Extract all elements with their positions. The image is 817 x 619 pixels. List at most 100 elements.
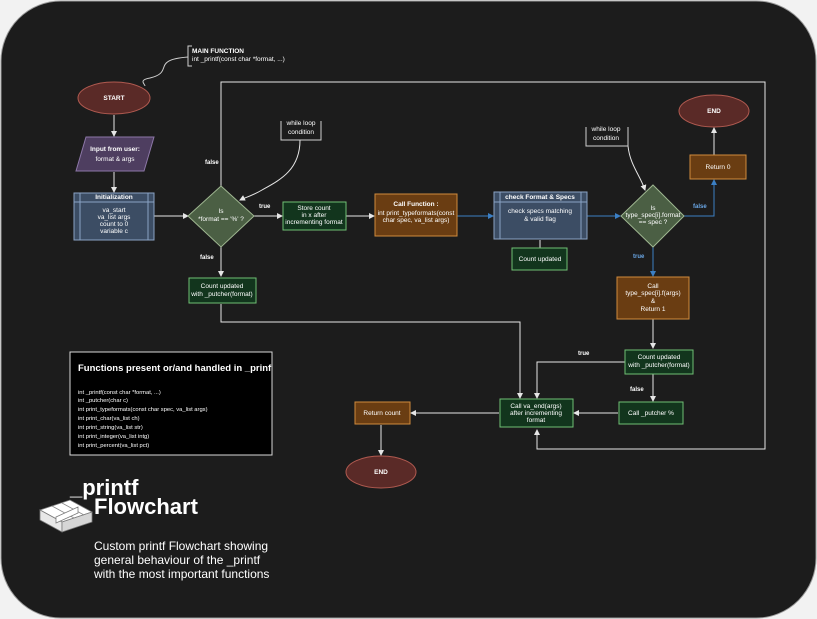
description-line-1: Custom printf Flowchart showing [94,539,268,553]
call-putcher-label: Call _putcher % [628,410,674,417]
call-function-line-1: int print_typeformats(const [378,210,455,217]
loop-note-1-line-2: condition [288,129,314,136]
call-function-title: Call Function : [393,201,438,208]
title-line-2: Flowchart [94,494,199,519]
function-item: int print_string(va_list str) [78,425,143,431]
loop-note-1: while loop condition [280,120,322,141]
edge-countupd2-vaend [534,361,625,399]
check-format-line-2: & valid flag [524,216,556,223]
loop-note-1-line-1: while loop [286,120,316,127]
functions-box: Functions present or/and handled in _pri… [69,351,273,456]
start-node: START [77,81,151,115]
count-updated-putchar-left-node: Count updated with _putcher(format) [188,277,257,304]
return-0-label: Return 0 [706,164,731,171]
count-updated-left-line-2: with _putcher(format) [190,291,252,298]
function-item: int _printf(const char *format, ...) [78,390,161,396]
check-format-title: check Format & Specs [505,194,575,201]
edge-cond-false-top [220,81,766,450]
functions-box-title: Functions present or/and handled in _pri… [78,363,272,374]
return-0-node: Return 0 [689,154,747,180]
count-updated-left-line-1: Count updated [201,283,244,290]
store-count-node: Store count in x after incrementing form… [282,201,347,231]
function-item: int print_char(va_list ch) [78,416,140,422]
end-bottom-label: END [374,469,388,476]
input-detail: format & args [95,156,135,163]
edge-loop-note-2 [627,145,647,191]
init-line-3: count to 0 [100,221,129,228]
count-updated-right-line-1: Count updated [638,354,681,361]
check-format-line-1: check specs matching [508,208,572,215]
count-updated-right-line-2: with _putcher(format) [627,362,689,369]
call-type-spec-node: Call type_spec[i].f(args) & Return 1 [616,276,690,320]
cond-format-line-2: *format == '%' ? [198,216,244,223]
cond-format-node: Is *format == '%' ? [187,185,255,248]
call-va-end-node: Call va_end(args) after incrementing for… [499,398,574,428]
main-function-signature: int _printf(const char *format, ...) [192,56,285,63]
return-count-label: Return count [363,410,400,417]
edge-label-false-return0: false [693,204,707,210]
edge-label-false-count: false [200,255,214,261]
call-type-spec-line-3: & [651,298,656,305]
return-count-node: Return count [354,401,411,425]
call-function-line-2: char spec, va_list args) [383,217,450,224]
init-node: Initialization va_start va_list args cou… [73,192,155,241]
cond-spec-node: Is type_spec[i].format == spec ? [620,184,685,248]
call-function-node: Call Function : int print_typeformats(co… [374,193,458,237]
start-label: START [103,95,124,102]
count-updated-putchar-right-node: Count updated with _putcher(format) [624,349,694,375]
function-item: int print_percent(va_list pct) [78,443,149,449]
call-type-spec-line-1: Call [647,283,659,290]
call-putcher-node: Call _putcher % [618,401,684,425]
call-va-end-line-1: Call va_end(args) [510,403,561,410]
call-va-end-line-3: format [527,417,546,424]
init-line-1: va_start [102,207,125,214]
loop-note-2: while loop condition [585,126,629,147]
cond-spec-line-2: type_spec[i].format [626,212,681,219]
store-count-line-1: Store count [297,205,330,212]
count-updated-1-node: Count updated [511,247,568,271]
end-bottom-node: END [345,455,417,489]
title-line-1: _printf [69,475,139,500]
init-title: Initialization [95,194,133,201]
cond-spec-line-3: == spec ? [639,219,668,226]
input-node: Input from user: format & args [75,136,155,172]
edge-loop-note-1 [239,139,301,201]
edge-condspec-return0 [684,179,717,217]
main-function-label: MAIN FUNCTION [192,48,244,55]
function-item: int print_integer(va_list intg) [78,434,149,440]
end-top-node: END [678,94,750,128]
loop-note-2-line-1: while loop [591,126,621,133]
input-label: Input from user: [90,146,140,153]
main-function-note: MAIN FUNCTION int _printf(const char *fo… [187,45,285,67]
edge-label-false-putcher: false [630,387,644,393]
function-item: int _putcher(char c) [78,398,128,404]
count-updated-1-label: Count updated [519,256,562,263]
edge-label-false-top: false [205,160,219,166]
edge-labels: false true false false true true false [200,160,707,393]
title-block: _printf Flowchart Custom printf Flowchar… [69,475,269,581]
edge-label-true-calltype: true [633,254,645,260]
description-line-3: with the most important functions [93,567,269,581]
check-format-node: check Format & Specs check specs matchin… [493,191,588,240]
store-count-line-3: incrementing format [285,219,343,226]
function-item: int print_typeformats(const char spec, v… [78,407,208,413]
end-top-label: END [707,108,721,115]
blocks-logo-icon [39,499,93,533]
edge-note-to-start [142,56,189,87]
edge-label-true-vaend: true [578,351,590,357]
call-type-spec-line-2: type_spec[i].f(args) [625,290,680,297]
init-line-2: va_list args [98,214,132,221]
cond-format-line-1: Is [218,208,224,215]
call-type-spec-line-4: Return 1 [641,306,666,313]
description-line-2: general behaviour of the _printf [94,553,261,567]
loop-note-2-line-2: condition [593,135,619,142]
cond-spec-line-1: Is [650,205,656,212]
edges [111,56,766,456]
store-count-line-2: in x after [302,212,328,219]
init-line-4: variable c [100,228,129,235]
call-va-end-line-2: after incrementing [510,410,562,417]
edge-countupd-vaend [220,304,523,399]
